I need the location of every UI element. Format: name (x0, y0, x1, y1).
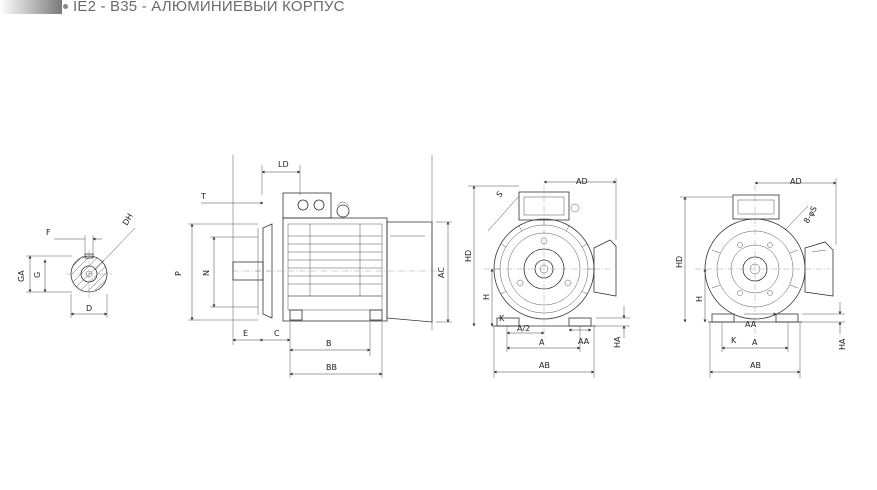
label-AC: AC (437, 267, 446, 278)
label-rear-A: A (752, 338, 758, 347)
rear-view (680, 178, 845, 378)
label-DH: DH (121, 212, 135, 227)
label-front-K: K (499, 314, 505, 323)
label-rear-H: H (695, 296, 704, 302)
label-front-AB: AB (539, 361, 550, 370)
label-B: B (326, 339, 332, 348)
label-N: N (202, 270, 211, 276)
label-front-AA: AA (578, 337, 590, 346)
label-G: G (33, 272, 42, 278)
label-front-HA: HA (613, 336, 622, 348)
label-rear-AD: AD (790, 177, 802, 186)
front-view (468, 178, 630, 378)
label-rear-AA: AA (745, 320, 757, 329)
label-GA: GA (17, 270, 26, 282)
label-T: T (200, 192, 206, 201)
label-E: E (243, 329, 248, 338)
label-front-A2: A/2 (517, 324, 530, 333)
label-front-HD: HD (464, 250, 473, 262)
label-F: F (46, 228, 51, 237)
label-rear-S: 8-φS (802, 205, 819, 225)
label-P: P (174, 271, 183, 276)
label-front-H: H (482, 294, 491, 300)
label-rear-HA: HA (838, 338, 847, 350)
header-bullet-icon (63, 4, 68, 9)
header-gradient-bar (0, 0, 62, 14)
page-title: IE2 - B35 - АЛЮМИНИЕВЫЙ КОРПУС (73, 0, 345, 15)
shaft-section-view (26, 227, 136, 318)
label-D: D (86, 304, 92, 313)
label-BB: BB (326, 363, 337, 372)
label-rear-AB: AB (750, 361, 761, 370)
label-front-S: S (495, 190, 505, 200)
side-view (188, 155, 452, 378)
label-C: C (274, 329, 280, 338)
label-rear-HD: HD (675, 256, 684, 268)
label-LD: LD (278, 160, 289, 169)
label-front-A: A (539, 338, 545, 347)
label-rear-K: K (731, 336, 737, 345)
label-front-AD: AD (576, 177, 588, 186)
